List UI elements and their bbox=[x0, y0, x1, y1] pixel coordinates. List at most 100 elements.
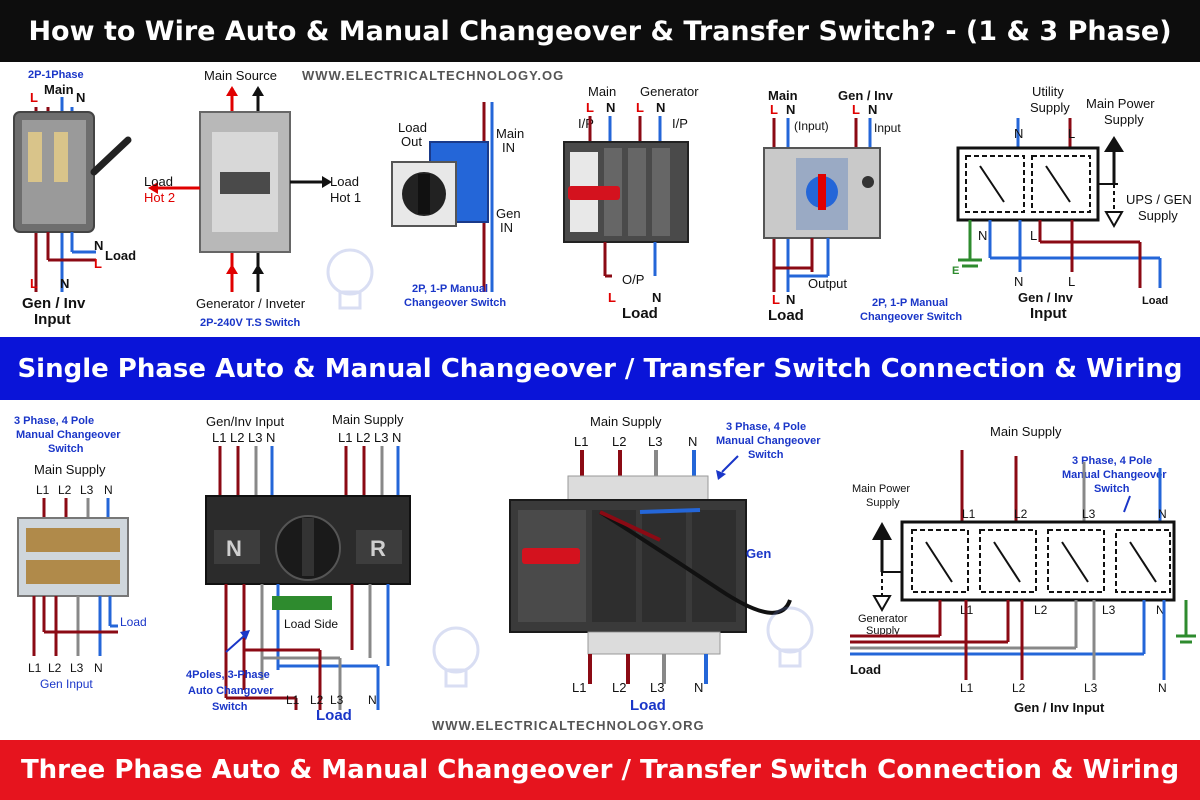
t3-caption-1: 3 Phase, 4 Pole bbox=[726, 421, 806, 433]
d1-load-label: Load bbox=[105, 248, 136, 263]
d5-n-out: N bbox=[786, 292, 795, 307]
t1-phase-n-top: N bbox=[104, 483, 113, 497]
three-phase-manual-box-diagram: 3 Phase, 4 Pole Manual Changeover Switch… bbox=[14, 415, 147, 691]
d6-utility-2: Supply bbox=[1030, 100, 1070, 115]
three-phase-title-banner: Three Phase Auto & Manual Changeover / T… bbox=[0, 740, 1200, 800]
t3-bot-l2: L2 bbox=[612, 680, 626, 695]
d5-n-main: N bbox=[786, 102, 795, 117]
d1-load-n: N bbox=[94, 238, 103, 253]
d4-n-gen: N bbox=[656, 100, 665, 115]
d5-l-gen: L bbox=[852, 102, 860, 117]
t1-gen-input: Gen Input bbox=[40, 677, 93, 691]
d2-caption: 2P-240V T.S Switch bbox=[200, 317, 301, 329]
t4-bot-l2: L2 bbox=[1012, 681, 1026, 695]
t3-top-n: N bbox=[688, 434, 697, 449]
bulb-watermark-3 bbox=[766, 606, 814, 668]
d1-n-label: N bbox=[76, 90, 85, 105]
knife-switch-diagram: 2P-1Phase Main L N N L Load L N Gen / In… bbox=[13, 69, 136, 328]
d3-main-in-1: Main bbox=[496, 126, 524, 141]
d5-caption-1: 2P, 1-P Manual bbox=[872, 297, 948, 309]
t1-caption-3: Switch bbox=[48, 443, 84, 455]
t3-red-handle bbox=[522, 548, 580, 564]
d3-gen-in-1: Gen bbox=[496, 206, 521, 221]
t4-bot-l3: L3 bbox=[1084, 681, 1098, 695]
d4-ip-left: I/P bbox=[578, 116, 594, 131]
top-title: How to Wire Auto & Manual Changeover & T… bbox=[28, 15, 1172, 47]
t4-gen-inv-input: Gen / Inv Input bbox=[1014, 700, 1105, 715]
three-phase-title: Three Phase Auto & Manual Changeover / T… bbox=[20, 755, 1180, 785]
t2-caption-1: 4Poles, 3-Phase bbox=[186, 669, 270, 681]
d4-load: Load bbox=[622, 305, 658, 322]
t4-caption-3: Switch bbox=[1094, 483, 1130, 495]
t3-bot-l1: L1 bbox=[572, 680, 586, 695]
t2-g-n: N bbox=[266, 430, 275, 445]
d1-main-label: Main bbox=[44, 82, 74, 97]
d3-load-out-1: Load bbox=[398, 120, 427, 135]
t1-phase-l2-bot: L2 bbox=[48, 661, 62, 675]
single-phase-title-banner: Single Phase Auto & Manual Changeover / … bbox=[0, 337, 1200, 400]
d1-gen-n: N bbox=[60, 276, 69, 291]
d3-main-in-2: IN bbox=[502, 140, 515, 155]
d2-load-left: Load bbox=[144, 174, 173, 189]
d5-n-gen: N bbox=[868, 102, 877, 117]
d6-l-mid: L bbox=[1030, 228, 1037, 243]
t2-g-l3: L3 bbox=[248, 430, 262, 445]
t1-load: Load bbox=[120, 615, 147, 629]
t3-top-l2: L2 bbox=[612, 434, 626, 449]
d4-n-main: N bbox=[606, 100, 615, 115]
d2-load-right: Load bbox=[330, 174, 359, 189]
t1-phase-l1-bot: L1 bbox=[28, 661, 42, 675]
t2-load: Load bbox=[316, 707, 352, 724]
d2-hot1: Hot 1 bbox=[330, 190, 361, 205]
t3-caption-2: Manual Changeover bbox=[716, 435, 821, 447]
bulb-watermark-1 bbox=[326, 248, 374, 310]
d1-type-label: 2P-1Phase bbox=[28, 69, 84, 81]
d4-l-gen: L bbox=[636, 100, 644, 115]
t2-n-mark: N bbox=[226, 536, 242, 561]
t4-top-n: N bbox=[1158, 507, 1167, 521]
d6-utility-1: Utility bbox=[1032, 84, 1064, 99]
t2-g-l2: L2 bbox=[230, 430, 244, 445]
changeover-knob bbox=[818, 174, 826, 210]
three-phase-panel: 3 Phase, 4 Pole Manual Changeover Switch… bbox=[0, 400, 1200, 740]
d6-l-bottom: L bbox=[1068, 274, 1075, 289]
d4-n-out: N bbox=[652, 290, 661, 305]
d1-load-l: L bbox=[94, 256, 102, 271]
d4-ip-right: I/P bbox=[672, 116, 688, 131]
d6-gen-1: Gen / Inv bbox=[1018, 290, 1074, 305]
t2-load-side: Load Side bbox=[284, 617, 338, 631]
website-watermark-bottom: WWW.ELECTRICALTECHNOLOGY.ORG bbox=[432, 718, 705, 733]
d1-gen-line1: Gen / Inv bbox=[22, 295, 86, 312]
t4-main-power-1: Main Power bbox=[852, 483, 910, 495]
t4-bot-n: N bbox=[1158, 681, 1167, 695]
t1-caption-2: Manual Changeover bbox=[16, 429, 121, 441]
ups-gen-schematic-diagram: Utility Supply Main Power Supply N L UPS… bbox=[952, 84, 1192, 322]
t3-caption-3: Switch bbox=[748, 449, 784, 461]
t2-g-l1: L1 bbox=[212, 430, 226, 445]
t4-generator-1: Generator bbox=[858, 613, 908, 625]
t4-mid-n: N bbox=[1156, 603, 1165, 617]
d1-gen-l: L bbox=[30, 276, 38, 291]
d4-generator: Generator bbox=[640, 84, 699, 99]
t1-phase-l1-top: L1 bbox=[36, 483, 50, 497]
t4-main-supply: Main Supply bbox=[990, 424, 1062, 439]
three-phase-schematic-diagram: Main Supply 3 Phase, 4 Pole Manual Chang… bbox=[850, 424, 1196, 715]
d6-main-power-2: Supply bbox=[1104, 112, 1144, 127]
t4-top-l2: L2 bbox=[1014, 507, 1028, 521]
main-gen-inv-changeover-diagram: Main Gen / Inv L N L N (Input) Input Out… bbox=[763, 88, 962, 324]
t4-caption-1: 3 Phase, 4 Pole bbox=[1072, 455, 1152, 467]
t2-m-n: N bbox=[392, 430, 401, 445]
d2-generator: Generator / Inveter bbox=[196, 296, 306, 311]
t2-m-l1: L1 bbox=[338, 430, 352, 445]
t2-out-l1: L1 bbox=[286, 693, 300, 707]
t1-phase-l3-top: L3 bbox=[80, 483, 94, 497]
d2-main-source: Main Source bbox=[204, 68, 277, 83]
t3-load: Load bbox=[630, 697, 666, 714]
d6-main-power-1: Main Power bbox=[1086, 96, 1155, 111]
t3-top-l3: L3 bbox=[648, 434, 662, 449]
knife-handle bbox=[90, 136, 132, 176]
t4-switch-frame bbox=[900, 520, 1176, 602]
t2-out-n: N bbox=[368, 693, 377, 707]
schematic-switch-frame bbox=[956, 146, 1100, 222]
d1-gen-line2: Input bbox=[34, 311, 71, 328]
